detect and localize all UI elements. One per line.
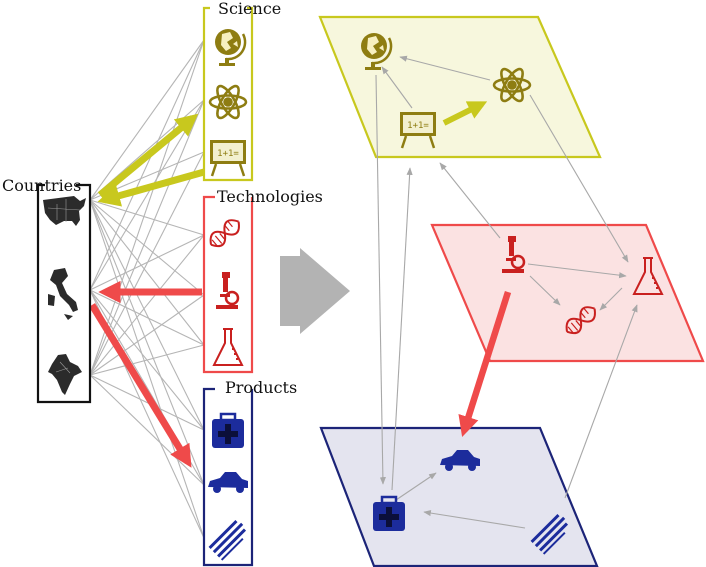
technologies-column: Technologies (202, 187, 323, 374)
transition-arrow (280, 248, 350, 334)
arrow-blackboard-to-atom (442, 101, 488, 126)
india-map-icon (48, 354, 82, 395)
italy-map-icon (48, 268, 78, 320)
plane-blackboard-icon: 1+1= (400, 112, 436, 149)
countries-column: Countries (2, 176, 92, 404)
plane-dna-icon (565, 306, 596, 335)
science-column: Science 1+1= (202, 0, 281, 182)
technologies-label: Technologies (217, 187, 323, 206)
flask-icon (212, 328, 244, 366)
microscope-icon (216, 272, 240, 309)
blackboard-text: 1+1= (217, 149, 239, 159)
medkit-icon (212, 412, 244, 448)
products-column: Products (202, 378, 297, 567)
products-label: Products (225, 378, 297, 397)
products-plane (319, 426, 599, 567)
plane-globe-icon (361, 33, 393, 70)
plane-blackboard-text: 1+1= (407, 121, 429, 131)
countries-label: Countries (2, 176, 81, 195)
science-label: Science (218, 0, 281, 18)
highlight-arrows (89, 113, 205, 468)
arrow-italy-to-products (89, 303, 192, 468)
dna-icon (209, 219, 240, 248)
usa-map-icon (43, 196, 86, 226)
plane-atom-icon (492, 67, 532, 103)
car-icon (208, 472, 248, 493)
blackboard-icon: 1+1= (210, 140, 246, 177)
plane-flask-icon (632, 257, 664, 295)
plane-medkit-icon (373, 495, 405, 531)
plane-pen-icon (530, 513, 569, 555)
plane-microscope-icon (502, 236, 526, 273)
globe-icon (215, 29, 247, 66)
pen-icon (208, 519, 247, 561)
arrow-blackboard-to-country (97, 168, 205, 207)
science-plane (318, 15, 602, 159)
arrow-microscope-to-products (458, 291, 512, 437)
atom-icon (208, 84, 248, 120)
plane-car-icon (440, 450, 480, 471)
layer-edges (375, 55, 638, 529)
arrow-country-to-atom (97, 113, 199, 198)
